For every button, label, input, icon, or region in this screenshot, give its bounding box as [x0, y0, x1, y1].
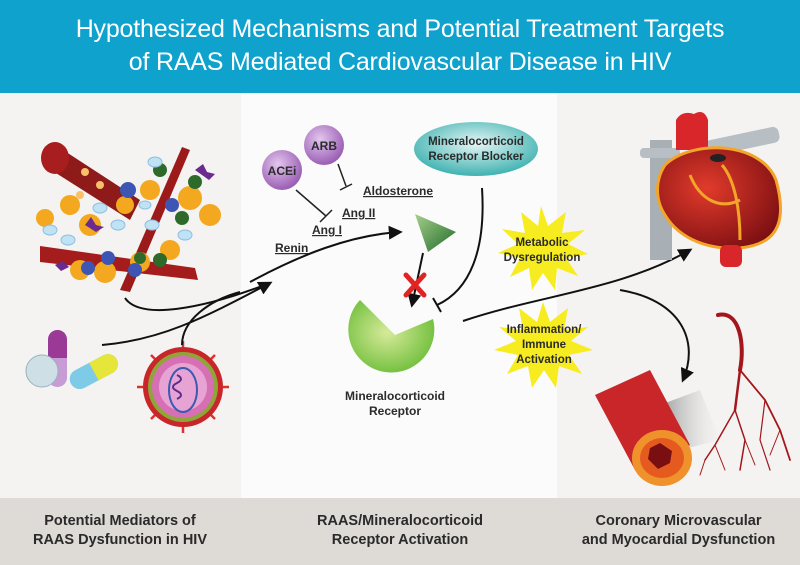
- block-x-icon: [403, 272, 427, 298]
- footer-col3-line1: Coronary Microvascular: [595, 513, 762, 529]
- footer-col-cardiac: Coronary Microvascular and Myocardial Dy…: [557, 512, 800, 550]
- inflammation-line-3: Activation: [516, 354, 572, 366]
- microvasculature-icon: [699, 312, 791, 476]
- inflammation-line-2: Immune: [522, 339, 566, 351]
- arb-drug: ARB: [304, 125, 344, 165]
- blocker-line-1: Mineralocorticoid: [428, 136, 524, 148]
- inflammation-line-1: Inflammation/: [507, 324, 583, 336]
- blood-vessel-cells-icon: [36, 142, 221, 292]
- footer-col1-line1: Potential Mediators of: [44, 513, 196, 529]
- aldosterone-triangle-icon: [415, 214, 456, 252]
- hiv-virus-icon: [137, 341, 229, 433]
- footer-col-mediators: Potential Mediators of RAAS Dysfunction …: [0, 512, 240, 550]
- footer-col1-line2: RAAS Dysfunction in HIV: [32, 532, 207, 548]
- acei-label: ACEi: [268, 164, 297, 178]
- mr-blocker: Mineralocorticoid Receptor Blocker: [414, 122, 538, 176]
- blocker-inhibition: [432, 187, 484, 313]
- outcome-arrows: [462, 248, 694, 383]
- arb-label: ARB: [311, 139, 337, 153]
- panel-mediators: [0, 93, 241, 498]
- footer-bar: Potential Mediators of RAAS Dysfunction …: [0, 498, 800, 565]
- blocker-line-2: Receptor Blocker: [428, 151, 524, 163]
- receptor-icon: [348, 300, 435, 373]
- header-banner: Hypothesized Mechanisms and Potential Tr…: [0, 0, 800, 93]
- metabolic-line-2: Dysregulation: [504, 252, 581, 264]
- mediator-arrows: [101, 281, 273, 346]
- starburst-icon: [498, 206, 588, 290]
- pills-icon: [25, 330, 119, 390]
- ang2-label: Ang II: [342, 206, 375, 220]
- aldosterone-label: Aldosterone: [363, 184, 433, 198]
- footer-col-raas: RAAS/Mineralocorticoid Receptor Activati…: [250, 512, 550, 550]
- receptor-line-1: Mineralocorticoid: [345, 389, 445, 403]
- starburst-icon: [494, 302, 593, 388]
- footer-col2-line1: RAAS/Mineralocorticoid: [317, 513, 483, 529]
- activation-arrow: [249, 225, 403, 283]
- receptor-line-2: Receptor: [369, 404, 421, 418]
- footer-col2-line2: Receptor Activation: [331, 532, 469, 548]
- metabolic-line-1: Metabolic: [515, 237, 569, 249]
- renin-label: Renin: [275, 241, 308, 255]
- starburst-inflammation: Inflammation/ Immune Activation: [494, 302, 593, 388]
- page-title: Hypothesized Mechanisms and Potential Tr…: [0, 13, 800, 79]
- footer-col3-line2: and Myocardial Dysfunction: [581, 532, 776, 548]
- diagram-canvas: ACEi ARB Aldosterone Ang II Ang I Renin …: [25, 112, 791, 486]
- ang1-label: Ang I: [312, 223, 342, 237]
- starburst-metabolic: Metabolic Dysregulation: [498, 206, 588, 290]
- title-line-2: of RAAS Mediated Cardiovascular Disease …: [128, 48, 672, 76]
- acei-drug: ACEi: [262, 150, 302, 190]
- inhibition-lines: [295, 163, 353, 223]
- title-line-1: Hypothesized Mechanisms and Potential Tr…: [75, 15, 725, 43]
- heart-icon: [640, 112, 782, 267]
- artery-cross-section-icon: [595, 370, 720, 486]
